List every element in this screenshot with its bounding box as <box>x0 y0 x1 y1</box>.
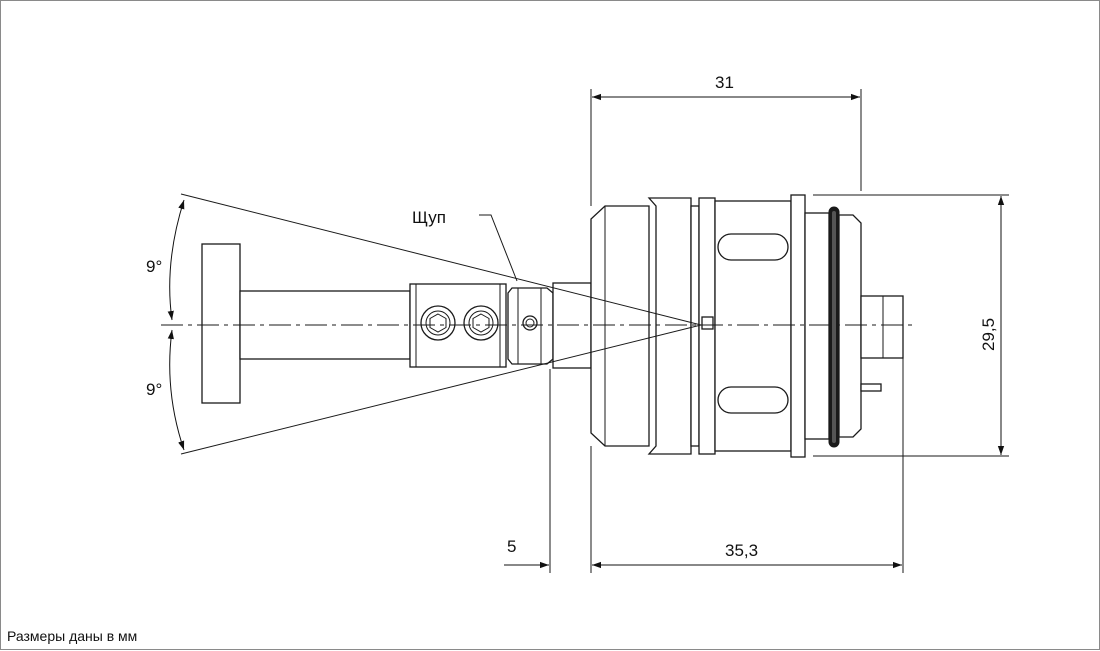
body-front <box>590 205 650 447</box>
connector-pin <box>860 383 882 392</box>
dim-label-5: 5 <box>507 537 516 556</box>
body-slot-bottom <box>717 386 789 414</box>
sensor-point <box>701 316 714 330</box>
body-slot-top <box>717 233 789 261</box>
dimension-31: 31 <box>590 73 862 206</box>
screw-right <box>463 305 499 341</box>
angle-label-top: 9° <box>146 257 162 276</box>
dimension-29-5: 29,5 <box>813 194 1009 457</box>
dim-label-29-5: 29,5 <box>979 318 998 351</box>
stylus-disk <box>201 243 241 404</box>
probe-body <box>590 194 904 458</box>
deflection-cone <box>180 193 702 455</box>
dim-label-35-3: 35,3 <box>725 541 758 560</box>
stylus-assembly <box>201 243 592 404</box>
dimension-35-3: 35,3 <box>590 358 904 573</box>
angle-arc-top <box>167 199 185 321</box>
angle-arc-bottom <box>167 329 185 451</box>
dimension-5: 5 <box>504 369 551 573</box>
dim-label-31: 31 <box>715 73 734 92</box>
units-caption: Размеры даны в мм <box>7 628 138 644</box>
probe-leader <box>479 214 518 282</box>
probe-pin-icon <box>522 315 538 331</box>
screw-left <box>420 305 456 341</box>
connector <box>860 295 904 359</box>
angle-label-bottom: 9° <box>146 380 162 399</box>
probe-label: Щуп <box>412 208 446 227</box>
